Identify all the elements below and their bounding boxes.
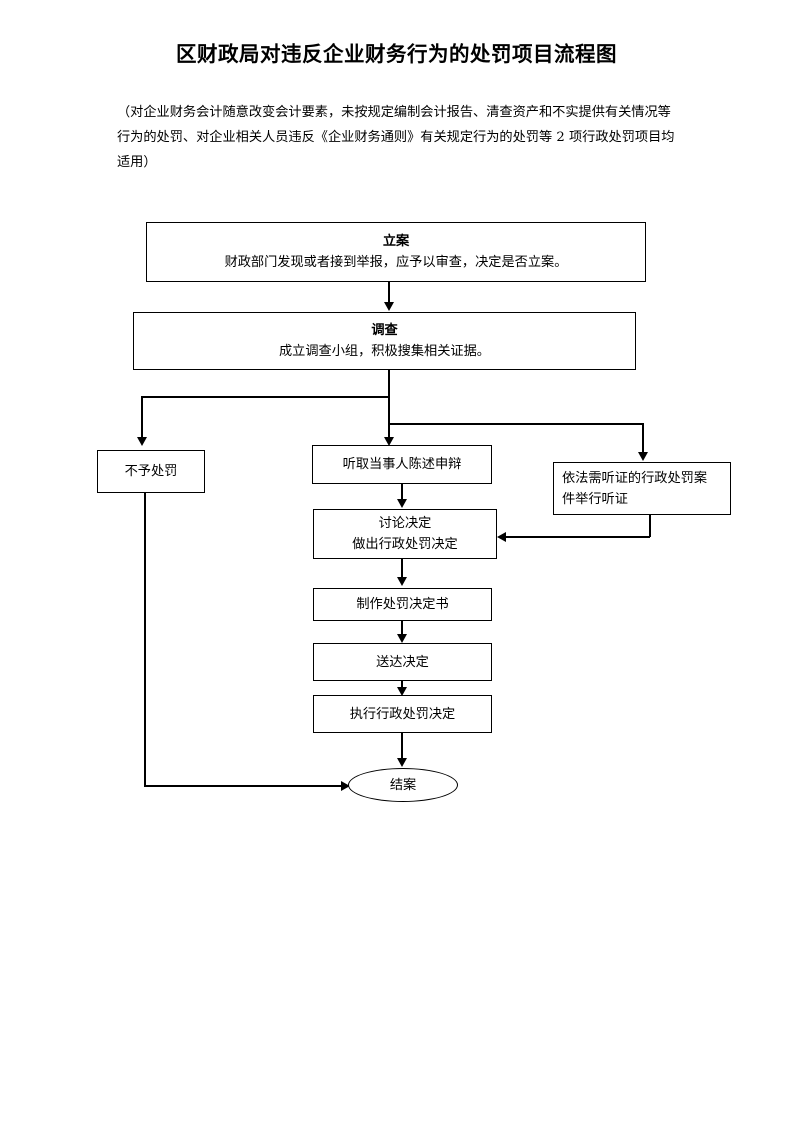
edge-filing-to-investigation (388, 282, 390, 303)
edge-branch-left-vertical (141, 396, 143, 440)
edge-branch-right-horizontal (388, 423, 644, 425)
edge-investigation-trunk (388, 370, 390, 443)
page-title: 区财政局对违反企业财务行为的处罚项目流程图 (176, 42, 617, 66)
edge-no-penalty-to-close-horizontal (144, 785, 344, 787)
node-hear-statement-body: 听取当事人陈述申辩 (342, 457, 462, 472)
subtitle-line-2: 行为的处罚、对企业相关人员违反《企业财务通则》有关规定行为的处罚等 2 项行政处… (117, 130, 675, 145)
node-close-case: 结案 (348, 768, 458, 802)
arrowhead-investigation-to-hear-statement (384, 437, 394, 446)
node-filing: 立案 财政部门发现或者接到举报，应予以审查，决定是否立案。 (146, 222, 646, 282)
arrowhead-hear-statement-to-decision (397, 499, 407, 508)
arrowhead-to-no-penalty (137, 437, 147, 446)
arrowhead-hearing-to-decision (497, 532, 506, 542)
edge-decision-to-make-document (401, 559, 403, 578)
subtitle-line-3: 适用） (117, 155, 157, 170)
arrowhead-no-penalty-to-close (341, 781, 350, 791)
node-investigation-heading: 调查 (371, 323, 398, 338)
node-make-document: 制作处罚决定书 (313, 588, 492, 621)
node-decision-heading: 讨论决定 (378, 516, 432, 531)
node-investigation-body: 成立调查小组，积极搜集相关证据。 (279, 344, 490, 359)
edge-make-document-to-deliver (401, 621, 403, 636)
arrowhead-make-document-to-deliver (397, 634, 407, 643)
node-hear-statement: 听取当事人陈述申辩 (312, 445, 492, 484)
node-hearing-body-line-1: 依法需听证的行政处罚案 (562, 470, 708, 486)
node-deliver-body: 送达决定 (376, 654, 429, 670)
node-no-penalty: 不予处罚 (97, 450, 205, 493)
arrowhead-decision-to-make-document (397, 577, 407, 586)
node-hearing-body-line-2: 件举行听证 (562, 491, 628, 507)
node-filing-body: 财政部门发现或者接到举报，应予以审查，决定是否立案。 (224, 255, 568, 270)
node-deliver: 送达决定 (313, 643, 492, 681)
node-filing-heading: 立案 (382, 234, 410, 249)
edge-deliver-to-execute (401, 681, 403, 690)
arrowhead-filing-to-investigation (384, 302, 394, 311)
node-execute: 执行行政处罚决定 (313, 695, 492, 733)
edge-hearing-to-decision-horizontal (506, 536, 650, 538)
node-decision: 讨论决定 做出行政处罚决定 (313, 509, 497, 559)
edge-no-penalty-to-close-vertical (144, 493, 146, 786)
subtitle-paragraph: （对企业财务会计随意改变会计要素，未按规定编制会计报告、清查资产和不实提供有关情… (117, 100, 683, 175)
edge-hearing-to-decision-vertical (649, 515, 651, 537)
subtitle-line-1: （对企业财务会计随意改变会计要素，未按规定编制会计报告、清查资产和不实提供有关情… (117, 105, 671, 120)
node-decision-body: 做出行政处罚决定 (352, 537, 458, 552)
node-execute-body: 执行行政处罚决定 (349, 706, 456, 722)
edge-hear-statement-to-decision (401, 484, 403, 501)
arrowhead-deliver-to-execute (397, 687, 407, 696)
edge-execute-to-close (401, 733, 403, 760)
edge-branch-right-vertical (642, 423, 644, 455)
node-hearing: 依法需听证的行政处罚案 件举行听证 (553, 462, 731, 515)
arrowhead-execute-to-close (397, 758, 407, 767)
node-no-penalty-body: 不予处罚 (124, 464, 178, 479)
node-investigation: 调查 成立调查小组，积极搜集相关证据。 (133, 312, 636, 370)
arrowhead-to-hearing (638, 452, 648, 461)
node-make-document-body: 制作处罚决定书 (356, 597, 449, 612)
edge-branch-left-horizontal (141, 396, 389, 398)
node-close-case-body: 结案 (389, 777, 417, 793)
